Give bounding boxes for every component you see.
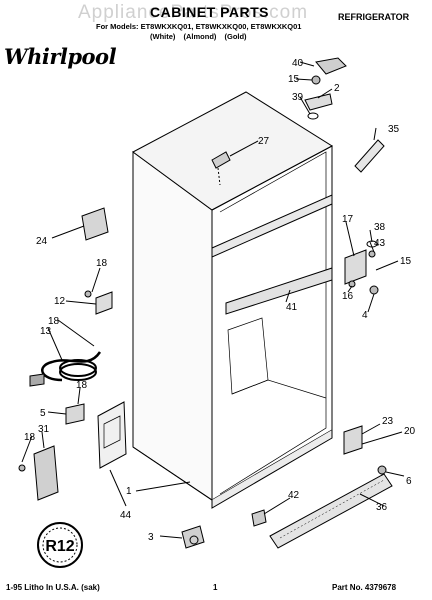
part-callout-18: 18 (96, 258, 108, 269)
part-callout-17: 17 (342, 214, 354, 225)
part-callout-35: 35 (388, 124, 400, 135)
part-callout-15: 15 (288, 74, 300, 85)
toe-grille (269, 473, 393, 549)
part-callout-1: 1 (126, 486, 132, 497)
watermark-text: AppliancePartsPros.com (78, 2, 309, 23)
model-list: For Models: ET8WKXKQ01, ET8WKXKQ00, ET8W… (96, 22, 302, 31)
access-panel (97, 401, 127, 469)
part-callout-6: 6 (406, 476, 412, 487)
clip (65, 403, 85, 425)
cover-panel (33, 445, 59, 501)
mullion-bar (225, 267, 333, 315)
badge-text: R12 (45, 538, 74, 555)
r12-refrigerant-badge-icon: R12 (37, 522, 83, 568)
roller (181, 525, 205, 549)
part-callout-5: 5 (40, 408, 46, 419)
part-callout-43: 43 (374, 238, 386, 249)
category-label: REFRIGERATOR (338, 12, 410, 22)
part-callout-18: 18 (24, 432, 36, 443)
page-title: CABINET PARTS (150, 4, 270, 20)
part-callout-24: 24 (36, 236, 48, 247)
hinge-cover (315, 57, 347, 75)
plug (29, 373, 45, 387)
brand-logo: Whirlpool (4, 44, 117, 69)
part-callout-38: 38 (374, 222, 386, 233)
cabinet-side-panel (132, 151, 213, 501)
part-callout-36: 36 (376, 502, 388, 513)
divider-rail (211, 194, 333, 258)
bracket (95, 291, 113, 315)
handle-trim (354, 139, 385, 173)
part-callout-27: 27 (258, 136, 270, 147)
washer (307, 112, 319, 120)
part-callout-40: 40 (292, 58, 304, 69)
part-callout-20: 20 (404, 426, 416, 437)
top-hinge (304, 93, 333, 111)
part-callout-31: 31 (38, 424, 50, 435)
part-callout-16: 16 (342, 291, 354, 302)
leveling-leg (377, 465, 387, 475)
part-callout-3: 3 (148, 532, 154, 543)
cabinet-plug (211, 151, 231, 169)
part-callout-13: 13 (40, 326, 52, 337)
part-callout-41: 41 (286, 302, 298, 313)
footer-litho: 1-95 Litho In U.S.A. (sak) (6, 583, 100, 592)
part-callout-18: 18 (76, 380, 88, 391)
part-callout-2: 2 (334, 83, 340, 94)
part-callout-18: 18 (48, 316, 60, 327)
part-callout-4: 4 (362, 310, 368, 321)
part-callout-39: 39 (292, 92, 304, 103)
part-callout-12: 12 (54, 296, 66, 307)
center-hinge (344, 249, 367, 285)
callout-layer: 4015239273517384315164241812411318185183… (24, 58, 416, 543)
grille-clip (251, 509, 267, 527)
part-callout-23: 23 (382, 416, 394, 427)
color-list: (White) (Almond) (Gold) (150, 32, 247, 41)
hinge-bolt (369, 285, 379, 295)
hinge-screw (311, 75, 321, 85)
part-callout-44: 44 (120, 510, 132, 521)
part-callout-42: 42 (288, 490, 300, 501)
footer-part-number: Part No. 4379678 (332, 583, 397, 592)
footer-page-number: 1 (213, 583, 218, 592)
light-switch (81, 207, 109, 241)
part-callout-15: 15 (400, 256, 412, 267)
leveling-bracket (343, 425, 363, 455)
